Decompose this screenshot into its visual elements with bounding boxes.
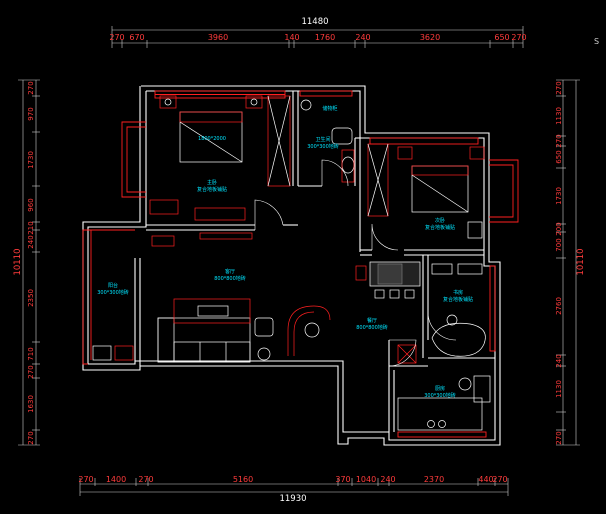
right-dim-1: 270 xyxy=(555,81,563,94)
windows xyxy=(82,90,519,438)
master-bedroom-floor-label: 复合地板铺贴 xyxy=(197,186,227,193)
second-bedroom-label: 次卧 xyxy=(435,217,445,224)
right-dimensions xyxy=(556,79,580,446)
master-bed-size-label: 1800*2000 xyxy=(198,136,226,142)
study-floor-label: 复合地板铺贴 xyxy=(443,296,473,303)
top-dim-4: 140 xyxy=(284,33,299,42)
left-dim-2: 970 xyxy=(27,107,35,120)
left-dim-3: 1730 xyxy=(27,151,35,169)
left-dim-1: 270 xyxy=(27,81,35,94)
bottom-dim-3: 270 xyxy=(138,475,153,484)
right-dim-5: 1730 xyxy=(555,187,563,205)
right-dim-11: 270 xyxy=(555,431,563,444)
bottom-dim-6: 1040 xyxy=(356,475,376,484)
storage-label: 储物柜 xyxy=(322,105,337,112)
top-dim-7: 3620 xyxy=(420,33,440,42)
left-total-dimension: 10110 xyxy=(13,248,23,275)
top-dim-9: 270 xyxy=(511,33,526,42)
living-room-label: 客厅 xyxy=(225,268,235,275)
right-dim-10: 1130 xyxy=(555,380,563,398)
left-dim-7: 2350 xyxy=(27,289,35,307)
left-dim-10: 1630 xyxy=(27,395,35,413)
bottom-dim-2: 1400 xyxy=(106,475,126,484)
top-dim-2: 670 xyxy=(129,33,144,42)
balcony-label: 阳台 xyxy=(108,282,118,289)
dining-room-label: 餐厅 xyxy=(367,317,377,324)
living-room-floor-label: 800*800地砖 xyxy=(214,275,246,282)
left-dim-11: 270 xyxy=(27,431,35,444)
bottom-dim-4: 5160 xyxy=(233,475,253,484)
second-bedroom-floor-label: 复合地板铺贴 xyxy=(425,224,455,231)
right-total-dimension: 10110 xyxy=(576,248,586,275)
master-bedroom-label: 主卧 xyxy=(207,179,217,186)
top-total-dimension: 11480 xyxy=(301,17,328,27)
right-dim-3: 270 xyxy=(555,134,563,147)
right-dim-7: 700 xyxy=(555,238,563,251)
walls xyxy=(82,85,501,446)
room-labels: 1800*2000 主卧 复合地板铺贴 储物柜 卫生间 300*300地砖 次卧… xyxy=(97,105,473,399)
furniture xyxy=(92,95,491,431)
bathroom-label: 卫生间 xyxy=(315,136,330,143)
balcony-floor-label: 300*300地砖 xyxy=(97,289,129,296)
right-dim-8: 2760 xyxy=(555,297,563,315)
dining-room-floor-label: 800*800地砖 xyxy=(356,324,388,331)
top-dim-1: 270 xyxy=(109,33,124,42)
bottom-dim-10: 270 xyxy=(492,475,507,484)
right-dim-2: 1130 xyxy=(555,107,563,125)
doors xyxy=(254,159,457,367)
top-dim-5: 1760 xyxy=(315,33,335,42)
bottom-dim-5: 370 xyxy=(335,475,350,484)
left-dim-8: 710 xyxy=(27,347,35,360)
top-dim-8: 650 xyxy=(494,33,509,42)
kitchen-label: 厨房 xyxy=(435,385,445,392)
left-dim-9: 270 xyxy=(27,365,35,378)
right-dim-9: 240 xyxy=(555,354,563,367)
right-dim-6: 200 xyxy=(555,222,563,235)
left-dimensions xyxy=(18,79,40,446)
left-dim-4: 960 xyxy=(27,198,35,211)
bottom-dim-9: 440 xyxy=(478,475,493,484)
bottom-dimensions xyxy=(79,478,509,496)
right-dim-4: 650 xyxy=(555,150,563,163)
study-label: 书房 xyxy=(453,289,463,296)
top-dim-3: 3960 xyxy=(208,33,228,42)
kitchen-floor-label: 300*300地砖 xyxy=(424,392,456,399)
left-dim-5: 210 xyxy=(27,221,35,234)
bathroom-floor-label: 300*300地砖 xyxy=(307,143,339,150)
bottom-dim-1: 270 xyxy=(78,475,93,484)
top-dim-6: 240 xyxy=(355,33,370,42)
corner-mark: S xyxy=(594,37,599,46)
top-dimensions xyxy=(111,26,524,48)
bottom-dim-7: 240 xyxy=(380,475,395,484)
bottom-dim-8: 2370 xyxy=(424,475,444,484)
bottom-total-dimension: 11930 xyxy=(279,494,306,504)
left-dim-6: 240 xyxy=(27,235,35,248)
